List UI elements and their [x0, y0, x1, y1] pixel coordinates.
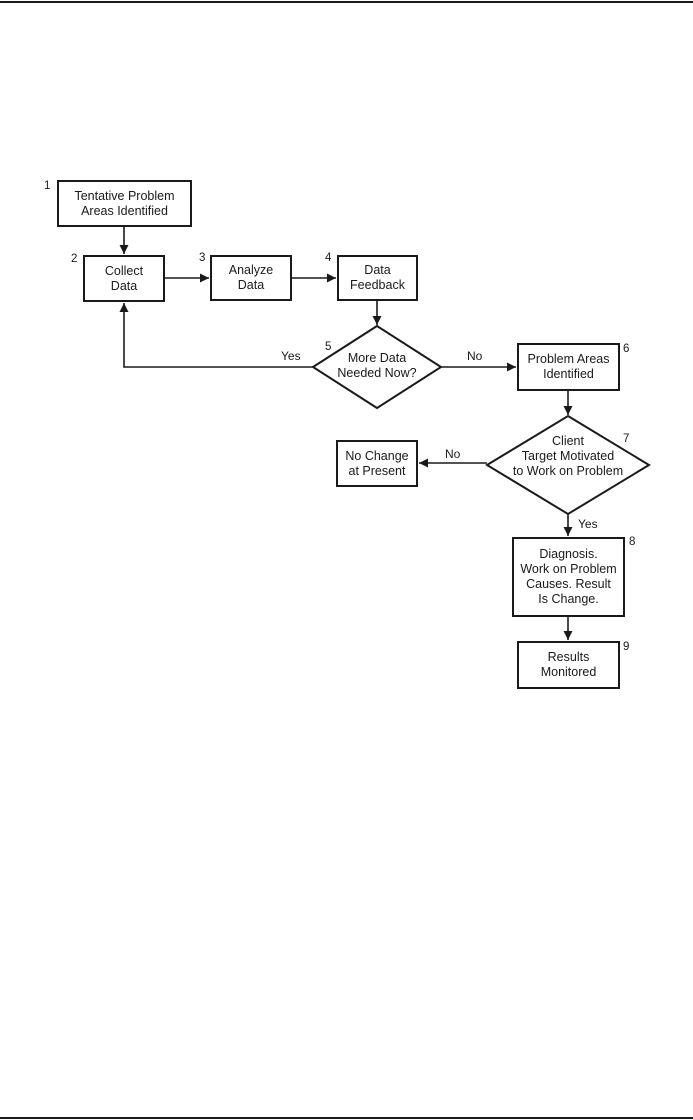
step-3-text: Analyze Data [228, 263, 274, 292]
step-1-number: 1 [44, 180, 51, 192]
step-6-number: 6 [623, 343, 630, 355]
step-5-number: 5 [325, 341, 332, 353]
step-5-text: More Data Needed Now? [337, 351, 417, 380]
step-9-number: 9 [623, 641, 630, 653]
step-8-text: Diagnosis. Work on Problem Causes. Resul… [520, 547, 617, 606]
decision-5-no-label: No [467, 349, 483, 363]
step-6-text: Problem Areas Identified [527, 352, 610, 381]
no-change-box: No Change at Present [336, 440, 418, 487]
step-7-number: 7 [623, 433, 630, 445]
step-6-box: Problem Areas Identified [517, 343, 620, 391]
no-change-text: No Change at Present [345, 448, 409, 478]
step-9-box: Results Monitored [517, 641, 620, 689]
step-8-number: 8 [629, 536, 636, 548]
step-3-number: 3 [199, 252, 206, 264]
step-2-number: 2 [71, 253, 78, 265]
step-1-box: Tentative Problem Areas Identified [57, 180, 192, 227]
decision-7-yes-label: Yes [578, 517, 598, 531]
arrow-5-yes-to-2 [119, 303, 313, 368]
bottom-rule [0, 1117, 693, 1119]
step-4-text: Data Feedback [350, 263, 405, 292]
step-1-text: Tentative Problem Areas Identified [74, 188, 175, 218]
step-9-text: Results Monitored [540, 650, 597, 679]
step-2-text: Collect Data [104, 263, 144, 293]
step-2-box: Collect Data [83, 255, 165, 302]
step-3-box: Analyze Data [210, 255, 292, 301]
step-8-box: Diagnosis. Work on Problem Causes. Resul… [512, 537, 625, 617]
decision-diamond-5 [311, 324, 443, 410]
step-4-number: 4 [325, 252, 332, 264]
step-7-text: Client Target Motivated to Work on Probl… [512, 434, 624, 478]
decision-5-yes-label: Yes [281, 349, 301, 363]
top-rule [0, 1, 693, 3]
step-4-box: Data Feedback [337, 255, 418, 301]
decision-7-no-label: No [445, 447, 461, 461]
